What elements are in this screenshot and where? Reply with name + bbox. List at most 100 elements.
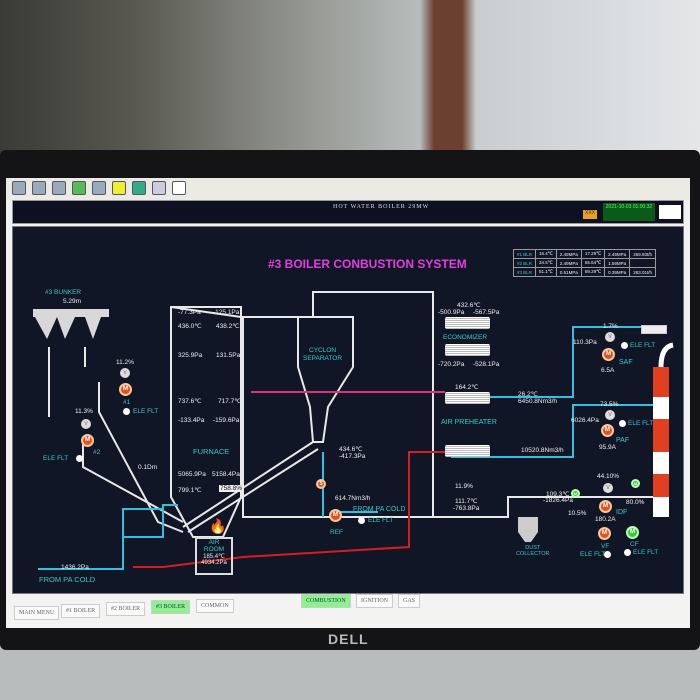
status-dot[interactable] — [621, 342, 628, 349]
saf-current: 6.5A — [601, 367, 615, 374]
monitor-icon[interactable] — [12, 181, 26, 195]
nav-main-menu[interactable]: MAIN MENU — [14, 606, 60, 620]
furnace-value: 436.0℃ — [178, 323, 202, 330]
background-wall — [0, 0, 700, 170]
cyclone-label: CYCLON — [309, 347, 337, 354]
idf-damper2: 80.0% — [626, 499, 645, 506]
status-dot[interactable] — [123, 408, 130, 415]
idf-inlet-damper[interactable]: M — [571, 489, 580, 498]
nav-boiler-3[interactable]: #3 BOILER — [151, 600, 191, 614]
air-room-label: ROOM — [203, 546, 225, 553]
status-dot[interactable] — [624, 549, 631, 556]
economizer-label: ECONOMIZER — [443, 334, 488, 341]
smoke-icon — [658, 342, 674, 368]
aph-o2: 11.9% — [455, 483, 473, 490]
cell: 51.1℃ — [535, 267, 557, 277]
row-label: #2 BLR — [512, 258, 537, 268]
furnace-value: 325.9Pa — [178, 352, 203, 359]
toolbar — [6, 178, 690, 200]
nav-common[interactable]: COMMON — [196, 599, 234, 613]
cell: 0.39MPa — [604, 267, 631, 277]
cyclone-temp: 434.6℃ — [339, 446, 363, 453]
row-label: #1 BLR — [512, 249, 537, 259]
report-icon[interactable] — [132, 181, 146, 195]
status-dot[interactable] — [619, 420, 626, 427]
ref-flow: 614.7Nm3/h — [335, 495, 371, 502]
flame-icon: 🔥 — [209, 518, 226, 535]
chimney-stripe — [653, 397, 669, 419]
idf-damper1: 10.5% — [568, 510, 587, 517]
nav-boiler-1[interactable]: #1 BOILER — [61, 604, 101, 618]
furnace-value: 5065.9Pa — [178, 471, 206, 478]
valve-icon[interactable]: V — [605, 410, 615, 420]
vf-motor[interactable]: M — [598, 527, 611, 540]
furnace-value-box[interactable]: 758.8% — [219, 485, 244, 492]
cell: 2.49MPa — [555, 249, 582, 259]
furnace-value: -159.6Pa — [213, 417, 240, 424]
valve-icon[interactable]: V — [605, 332, 615, 342]
feeder2-motor[interactable]: M — [81, 434, 94, 447]
nav-boiler-2[interactable]: #2 BOILER — [106, 602, 146, 616]
idf-current: 180.2A — [595, 516, 616, 523]
nav-combustion[interactable]: COMBUSTION — [301, 594, 351, 608]
cf-flt: ELE FLT — [633, 549, 659, 556]
economizer-coil — [445, 344, 490, 356]
feeder1-flt: ELE FLT — [133, 408, 159, 415]
print-icon[interactable] — [152, 181, 166, 195]
idf-pct: 44.10% — [597, 473, 620, 480]
eco-pressure: -567.5Pa — [473, 309, 500, 316]
air-room-pressure: 4934.2Pa — [201, 560, 227, 566]
ref-motor[interactable]: M — [329, 509, 342, 522]
cell: 283.01t/h — [629, 267, 656, 277]
paf-label: PAF — [616, 437, 630, 444]
cell: 69.29℃ — [580, 267, 606, 277]
eco-pressure: -528.1Pa — [473, 361, 500, 368]
valve-icon[interactable]: V — [603, 483, 613, 493]
trend-button[interactable] — [641, 325, 667, 334]
paf-pct: 73.5% — [600, 401, 619, 408]
valve-icon[interactable]: V — [120, 368, 130, 378]
document-icon[interactable] — [172, 181, 186, 195]
nav-ignition[interactable]: IGNITION — [356, 594, 393, 608]
feeder1-motor[interactable]: M — [119, 383, 132, 396]
pa-cold-line — [38, 508, 163, 570]
idf-outlet-damper[interactable]: M — [631, 479, 640, 488]
idf-motor[interactable]: M — [599, 500, 612, 513]
coal-chute-1 — [98, 382, 184, 533]
status-dot[interactable] — [358, 517, 365, 524]
network-icon[interactable] — [72, 181, 86, 195]
status-dot[interactable] — [604, 551, 611, 558]
coal-chute-2 — [82, 437, 184, 523]
status-dot[interactable] — [76, 455, 83, 462]
furnace-value: 799.1℃ — [178, 487, 202, 494]
paf-motor[interactable]: M — [601, 424, 614, 437]
nav-gas[interactable]: GAS — [398, 594, 421, 608]
dust-collector-shape — [518, 517, 538, 542]
idf-pressure: -1826.4Pa — [543, 497, 573, 504]
idf-label: IDF — [616, 509, 628, 516]
preheater-coil — [445, 392, 490, 404]
cf-motor[interactable]: M — [626, 526, 639, 539]
settings-icon[interactable] — [52, 181, 66, 195]
app-title: HOT WATER BOILER 29MW — [333, 204, 430, 210]
vf-flt: ELE FLT — [580, 551, 606, 558]
feeder1-tag: #1 — [123, 399, 131, 406]
folder-icon[interactable] — [112, 181, 126, 195]
bunker-shape — [33, 309, 109, 339]
cf-label: CF — [630, 541, 639, 548]
pa-flow: 10520.8Nm3/h — [521, 447, 564, 454]
alarm-indicator[interactable]: XXX — [583, 210, 597, 219]
dell-logo: DELL — [328, 631, 369, 647]
ref-valve[interactable]: S — [316, 479, 326, 489]
saf-motor[interactable]: M — [602, 348, 615, 361]
valve-icon[interactable]: V — [81, 419, 91, 429]
preheater-label: AIR PREHEATER — [441, 419, 497, 426]
bottom-navigation: MAIN MENU #1 BOILER #2 BOILER #3 BOILER … — [6, 594, 690, 628]
users-icon[interactable] — [32, 181, 46, 195]
edit-icon[interactable] — [92, 181, 106, 195]
furnace-value: 5158.4Pa — [212, 471, 240, 478]
